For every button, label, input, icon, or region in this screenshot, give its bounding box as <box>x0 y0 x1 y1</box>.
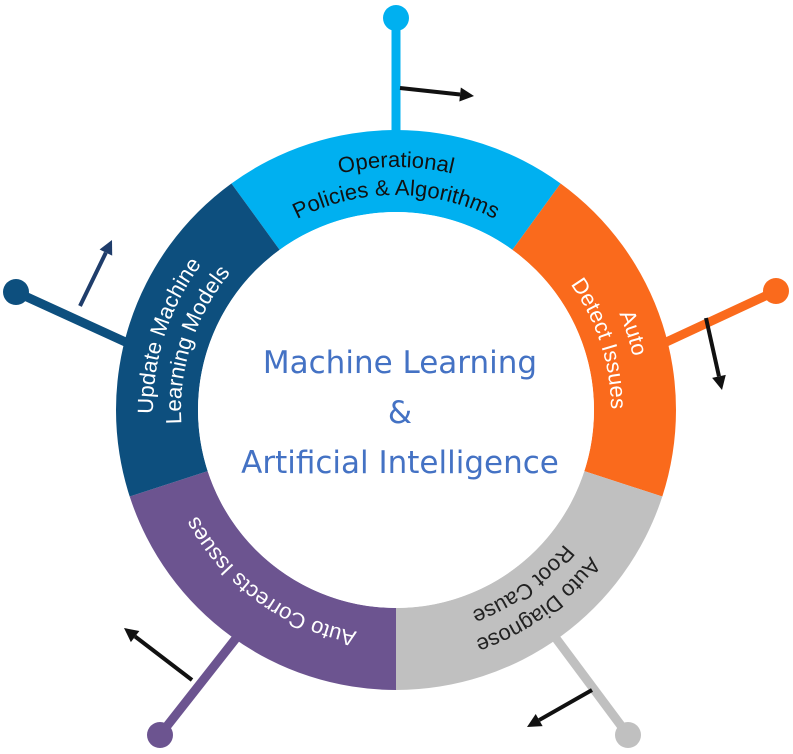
auto-diagnose-root-cause-direction-arrow-shaft <box>538 688 593 722</box>
operational-policies-direction-arrow-icon <box>459 87 474 102</box>
operational-policies-segment <box>231 129 561 250</box>
auto-corrects-issues-connector-stem <box>156 633 242 738</box>
update-ml-models-segment <box>116 183 280 497</box>
auto-detect-issues-connector-stem <box>661 286 778 348</box>
update-ml-models-direction-arrow-icon <box>99 240 113 256</box>
center-disc <box>198 212 594 608</box>
center-title-ampersand: & <box>388 395 412 431</box>
auto-corrects-issues-connector-node <box>147 722 173 748</box>
auto-corrects-issues-direction-arrow-shaft <box>133 634 194 682</box>
auto-detect-issues-segment <box>512 183 677 497</box>
auto-corrects-issues-direction-arrow-icon <box>124 628 140 643</box>
auto-diagnose-root-cause-segment <box>396 471 663 690</box>
center-title-line3: Artificial Intelligence <box>241 445 559 481</box>
auto-diagnose-root-cause-connector-node <box>615 722 641 748</box>
update-ml-models-direction-arrow-shaft <box>78 251 108 307</box>
update-ml-models-connector-stem <box>14 287 131 348</box>
center-title-line1: Machine Learning <box>263 345 537 381</box>
operational-policies-connector-node <box>383 5 409 31</box>
auto-diagnose-root-cause-connector-stem <box>550 633 632 738</box>
auto-detect-issues-connector-node <box>763 278 789 304</box>
auto-detect-issues-direction-arrow-shaft <box>704 317 721 377</box>
update-ml-models-connector-node <box>3 279 29 305</box>
auto-diagnose-root-cause-direction-arrow-icon <box>527 713 543 727</box>
operational-policies-direction-arrow-shaft <box>399 86 461 97</box>
auto-detect-issues-direction-arrow-icon <box>712 374 726 390</box>
auto-corrects-issues-segment <box>129 471 397 690</box>
